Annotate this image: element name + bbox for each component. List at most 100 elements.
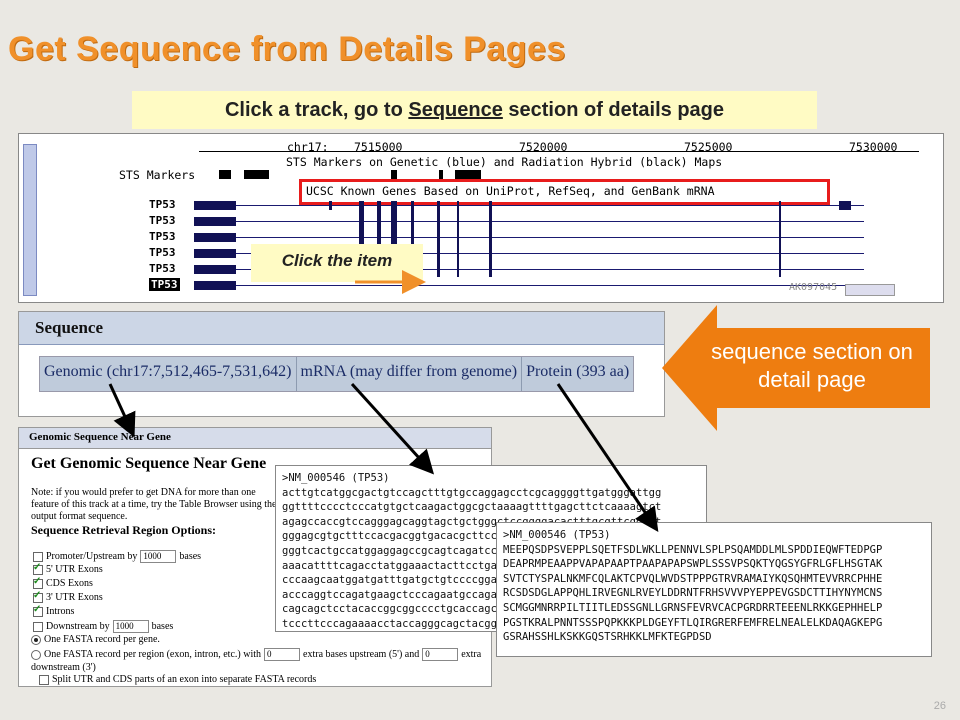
sts-track-label[interactable]: STS Markers: [119, 168, 196, 182]
genomic-page-bar-title: Genomic Sequence Near Gene: [29, 431, 171, 443]
one-per-gene-option: One FASTA record per gene.: [31, 634, 160, 645]
protein-sequence-link[interactable]: Protein (393 aa): [522, 357, 634, 391]
ak-gene-label[interactable]: AK097045: [789, 282, 838, 293]
utr3-checkbox[interactable]: [33, 590, 43, 603]
exon-column: [377, 201, 381, 277]
downstream-3-text: downstream (3'): [31, 662, 96, 673]
gene-label-5[interactable]: TP53: [149, 262, 176, 275]
sts-marker[interactable]: [391, 170, 397, 179]
protein-seq-line: SCMGGMNRRPILTIITLEDSSGNLLGRNSFEVRVCACPGR…: [503, 601, 883, 614]
introns-option: Introns: [33, 604, 75, 617]
gene-track-3[interactable]: [214, 237, 864, 238]
promoter-bases-unit: bases: [179, 551, 202, 562]
introns-label: Introns: [46, 606, 75, 617]
exon-column: [457, 201, 459, 277]
cds-option: CDS Exons: [33, 576, 93, 589]
utr5-checkbox[interactable]: [33, 562, 43, 575]
exon: [194, 217, 236, 226]
position-tick-3: 7525000: [684, 140, 733, 154]
position-tick-2: 7520000: [519, 140, 568, 154]
sts-marker[interactable]: [244, 170, 269, 179]
downstream-bases-input[interactable]: 1000: [112, 620, 149, 633]
exon-column: [411, 201, 414, 277]
one-per-region-label: One FASTA record per region (exon, intro…: [44, 649, 262, 660]
sequence-callout-text: sequence section on detail page: [711, 339, 913, 392]
sequence-section-header: Sequence: [19, 312, 664, 345]
protein-seq-line: PGSTKRALPNNTSSSPQPKKKPLDGEYFTLQIRGRERFEM…: [503, 616, 883, 629]
promoter-checkbox[interactable]: [33, 551, 43, 562]
downstream-bases-unit: bases: [151, 621, 174, 632]
cds-checkbox[interactable]: [33, 576, 43, 589]
browser-side-handle[interactable]: [23, 144, 37, 296]
promoter-option: Promoter/Upstream by 1000 bases: [33, 550, 201, 563]
protein-seq-line: RCSDSDGLAPPQHLIRVEGNLRVEYLDDRNTFRHSVVVPY…: [503, 587, 883, 600]
protein-seq-line: MEEPQSDPSVEPPLSQETFSDLWKLLPENNVLSPLPSQAM…: [503, 543, 883, 556]
instruction-post: section of details page: [502, 99, 725, 121]
utr5-option: 5' UTR Exons: [33, 562, 103, 575]
gene-label-1[interactable]: TP53: [149, 198, 176, 211]
genomic-page-note: Note: if you would prefer to get DNA for…: [31, 487, 277, 522]
one-per-region-option: One FASTA record per region (exon, intro…: [31, 648, 481, 661]
sequence-section-title: Sequence: [35, 318, 103, 337]
split-utr-option: Split UTR and CDS parts of an exon into …: [39, 674, 316, 685]
genomic-sequence-link[interactable]: Genomic (chr17:7,512,465-7,531,642): [40, 357, 297, 391]
chrom-label: chr17:: [287, 140, 329, 154]
mrna-sequence-link[interactable]: mRNA (may differ from genome): [296, 357, 523, 391]
extra-upstream-input[interactable]: 0: [264, 648, 301, 661]
exon: [194, 201, 236, 210]
sequence-links-row: Genomic (chr17:7,512,465-7,531,642) mRNA…: [39, 356, 635, 392]
mrna-fasta-header: >NM_000546 (TP53): [282, 472, 390, 484]
gene-track-4[interactable]: [214, 253, 864, 254]
one-per-region-radio[interactable]: [31, 649, 41, 660]
cds-label: CDS Exons: [46, 578, 93, 589]
sts-marker[interactable]: [219, 170, 231, 179]
exon-column: [359, 201, 364, 277]
browser-scroll-control[interactable]: [845, 284, 895, 296]
extra-downstream-input[interactable]: 0: [422, 648, 459, 661]
exon: [194, 233, 236, 242]
utr3-label: 3' UTR Exons: [46, 592, 103, 603]
sts-marker[interactable]: [455, 170, 481, 179]
one-per-gene-radio[interactable]: [31, 634, 41, 645]
gene-label-4[interactable]: TP53: [149, 246, 176, 259]
genome-browser-panel: chr17: 7515000 7520000 7525000 7530000 S…: [18, 133, 944, 303]
exon: [194, 265, 236, 274]
split-utr-label: Split UTR and CDS parts of an exon into …: [52, 674, 317, 685]
genomic-page-titlebar: Genomic Sequence Near Gene: [19, 428, 491, 449]
downstream-3-label: downstream (3'): [31, 662, 96, 673]
exon-column: [391, 201, 397, 277]
sts-marker[interactable]: [439, 170, 443, 179]
promoter-bases-input[interactable]: 1000: [140, 550, 177, 563]
mrna-seq-line: acttgtcatggcgactgtccagctttgtgccaggagcctc…: [282, 486, 662, 499]
gene-label-2[interactable]: TP53: [149, 214, 176, 227]
introns-checkbox[interactable]: [33, 604, 43, 617]
gene-track-1[interactable]: [214, 205, 864, 206]
exon: [194, 249, 236, 258]
downstream-checkbox[interactable]: [33, 621, 43, 632]
exon-column: [437, 201, 440, 277]
gene-label-3[interactable]: TP53: [149, 230, 176, 243]
mrna-seq-line: ggttttcccctcccatgtgctcaagactggcgctaaaagt…: [282, 501, 662, 514]
exon-column: [779, 201, 781, 277]
sequence-section: Sequence Genomic (chr17:7,512,465-7,531,…: [18, 311, 665, 417]
protein-fasta-header: >NM_000546 (TP53): [503, 529, 611, 541]
known-genes-header: UCSC Known Genes Based on UniProt, RefSe…: [306, 184, 715, 198]
utr5-label: 5' UTR Exons: [46, 564, 103, 575]
slide-title: Get Sequence from Details Pages: [8, 30, 566, 68]
split-utr-checkbox[interactable]: [39, 674, 49, 685]
exon: [329, 201, 332, 210]
utr3-option: 3' UTR Exons: [33, 590, 103, 603]
click-item-text: Click the item: [281, 251, 393, 270]
gene-track-5[interactable]: [214, 269, 864, 270]
instruction-banner: Click a track, go to Sequence section of…: [132, 91, 817, 129]
position-tick-4: 7530000: [849, 140, 898, 154]
downstream-option: Downstream by 1000 bases: [33, 620, 173, 633]
exon: [194, 281, 236, 290]
genomic-page-heading: Get Genomic Sequence Near Gene: [31, 455, 267, 472]
region-options-title: Sequence Retrieval Region Options:: [31, 523, 216, 537]
position-tick-1: 7515000: [354, 140, 403, 154]
sts-track-header: STS Markers on Genetic (blue) and Radiat…: [286, 155, 723, 169]
gene-label-6-selected[interactable]: TP53: [149, 278, 180, 291]
gene-track-6[interactable]: [214, 285, 864, 286]
gene-track-2[interactable]: [214, 221, 864, 222]
